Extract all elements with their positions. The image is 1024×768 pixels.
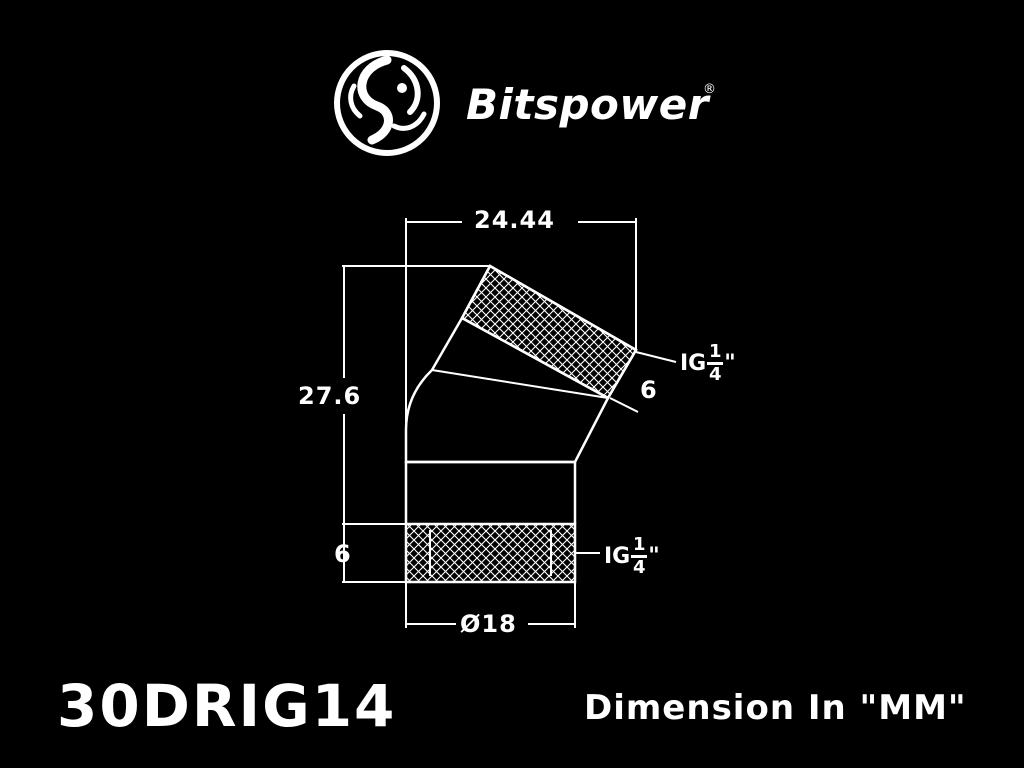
brand-name: Bitspower [466,80,709,129]
upper-thread-fraction: 1 4 [707,341,724,385]
upper-thread-leader [635,351,677,363]
upper-thread-callout: IG 1 4 " [680,343,736,384]
lower-thread-denominator: 4 [632,557,646,578]
dimension-height: 27.6 [298,382,362,410]
upper-thread-suffix: " [724,351,736,376]
lower-thread-prefix: IG [604,544,631,569]
fraction-bar [707,362,724,365]
dragon-emblem-icon [334,50,440,156]
upper-thread-prefix: IG [680,351,707,376]
upper-knurl-section [460,264,638,400]
fraction-bar [631,555,648,558]
registered-mark: ® [703,82,716,97]
upper-thread-numerator: 1 [708,341,722,362]
lower-knurl-section [404,522,577,584]
dimension-lower-thread-depth: 6 [334,540,352,568]
unit-note: Dimension In "MM" [584,688,967,728]
upper-thread-denominator: 4 [708,364,722,385]
lower-thread-callout: IG 1 4 " [604,536,660,577]
dimension-upper-thread-depth: 6 [640,376,658,404]
lower-thread-suffix: " [648,544,660,569]
lower-thread-numerator: 1 [632,534,646,555]
lower-thread-fraction: 1 4 [631,534,648,578]
model-number: 30DRIG14 [57,672,397,740]
body-bend-line [431,369,609,399]
dimension-top-width: 24.44 [474,206,555,234]
upper-depth-dimension-line [609,397,639,413]
dimension-bottom-diameter: Ø18 [460,610,517,638]
